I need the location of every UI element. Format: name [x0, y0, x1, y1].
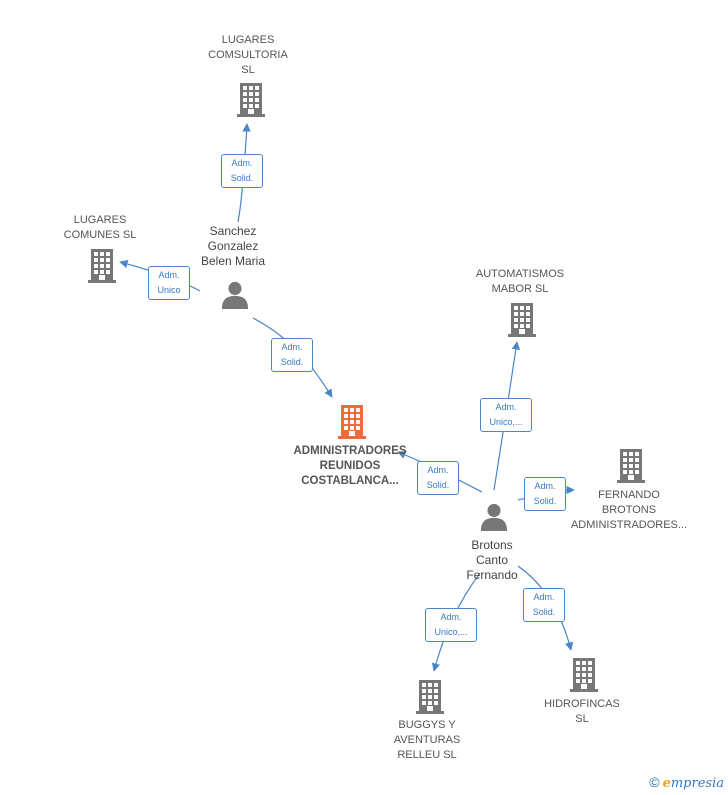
node-label-line: LUGARES	[73, 214, 127, 226]
node-fernando-brotons[interactable]: FERNANDO BROTONS ADMINISTRADORES...	[564, 488, 694, 533]
edge-label-line: Unico	[157, 285, 181, 295]
brand-logo[interactable]: empresia	[662, 776, 724, 791]
node-lugares-comsultoria[interactable]: LUGARES COMSULTORIA SL	[198, 33, 298, 78]
node-label-line: FERNANDO	[598, 489, 660, 501]
edge-label[interactable]: Adm. Solid.	[524, 477, 566, 511]
node-label-line: COMUNES SL	[63, 229, 137, 241]
edge-label-line: Adm.	[495, 402, 517, 412]
node-administradores-reunidos[interactable]: ADMINISTRADORES REUNIDOS COSTABLANCA...	[280, 444, 420, 489]
node-lugares-comunes[interactable]: LUGARES COMUNES SL	[50, 213, 150, 243]
node-label-line: REUNIDOS	[319, 460, 381, 472]
building-icon[interactable]	[88, 249, 116, 283]
building-icon[interactable]	[237, 83, 265, 117]
node-hidrofincas[interactable]: HIDROFINCAS SL	[532, 697, 632, 727]
node-label-line: Fernando	[466, 568, 518, 582]
node-label-line: Gonzalez	[207, 239, 259, 253]
node-label-line: HIDROFINCAS	[544, 698, 620, 710]
edge-label-line: Unico,...	[489, 417, 523, 427]
node-buggys-aventuras[interactable]: BUGGYS Y AVENTURAS RELLEU SL	[377, 718, 477, 763]
edge-label[interactable]: Adm. Unico,...	[480, 398, 532, 432]
node-label-line: SL	[241, 64, 255, 76]
edge-label-line: Solid.	[280, 357, 304, 367]
node-label-line: COMSULTORIA	[208, 49, 288, 61]
building-icon[interactable]	[508, 303, 536, 337]
node-automatismos-mabor[interactable]: AUTOMATISMOS MABOR SL	[465, 267, 575, 297]
node-label-line: MABOR SL	[491, 283, 549, 295]
node-label-line: SL	[575, 713, 589, 725]
edge-label-line: Solid.	[532, 607, 556, 617]
building-icon[interactable]	[416, 680, 444, 714]
brand-footer: ©empresia	[649, 774, 724, 791]
node-brotons-canto[interactable]: Brotons Canto Fernando	[442, 538, 542, 583]
node-label-line: ADMINISTRADORES...	[570, 519, 688, 531]
building-icon[interactable]	[617, 449, 645, 483]
node-label-line: BUGGYS Y	[398, 719, 456, 731]
node-label-line: LUGARES	[221, 34, 275, 46]
edge-label-line: Solid.	[230, 173, 254, 183]
edge-label-line: Adm.	[281, 342, 303, 352]
edge-label[interactable]: Adm. Solid.	[523, 588, 565, 622]
edge-label[interactable]: Adm. Unico,...	[425, 608, 477, 642]
edge-label-line: Adm.	[231, 158, 253, 168]
person-icon[interactable]	[221, 281, 249, 309]
edge-label-line: Unico,...	[434, 627, 468, 637]
building-icon[interactable]	[570, 658, 598, 692]
edge-label-line: Adm.	[158, 270, 180, 280]
node-label-line: AUTOMATISMOS	[475, 268, 565, 280]
person-icon[interactable]	[480, 503, 508, 531]
node-label-line: AVENTURAS	[393, 734, 461, 746]
node-label-line: RELLEU SL	[397, 749, 457, 761]
node-sanchez-gonzalez[interactable]: Sanchez Gonzalez Belen Maria	[183, 224, 283, 269]
edge-label[interactable]: Adm. Solid.	[271, 338, 313, 372]
edge-label-line: Adm.	[533, 592, 555, 602]
node-label-line: Canto	[475, 553, 509, 567]
edge-label[interactable]: Adm. Solid.	[417, 461, 459, 495]
node-label-line: Sanchez	[209, 224, 257, 238]
edge-label[interactable]: Adm. Unico	[148, 266, 190, 300]
node-label-line: BROTONS	[601, 504, 657, 516]
building-icon[interactable]	[338, 405, 366, 439]
edge-label[interactable]: Adm. Solid.	[221, 154, 263, 188]
edge-label-line: Adm.	[427, 465, 449, 475]
edge-label-line: Solid.	[426, 480, 450, 490]
copyright-icon: ©	[649, 774, 660, 790]
edge-label-line: Adm.	[440, 612, 462, 622]
node-label-line: COSTABLANCA...	[301, 475, 399, 487]
edge-label-line: Solid.	[533, 496, 557, 506]
node-label-line: Brotons	[471, 538, 513, 552]
edge-label-line: Adm.	[534, 481, 556, 491]
node-label-line: ADMINISTRADORES	[293, 445, 407, 457]
node-label-line: Belen Maria	[200, 254, 266, 268]
